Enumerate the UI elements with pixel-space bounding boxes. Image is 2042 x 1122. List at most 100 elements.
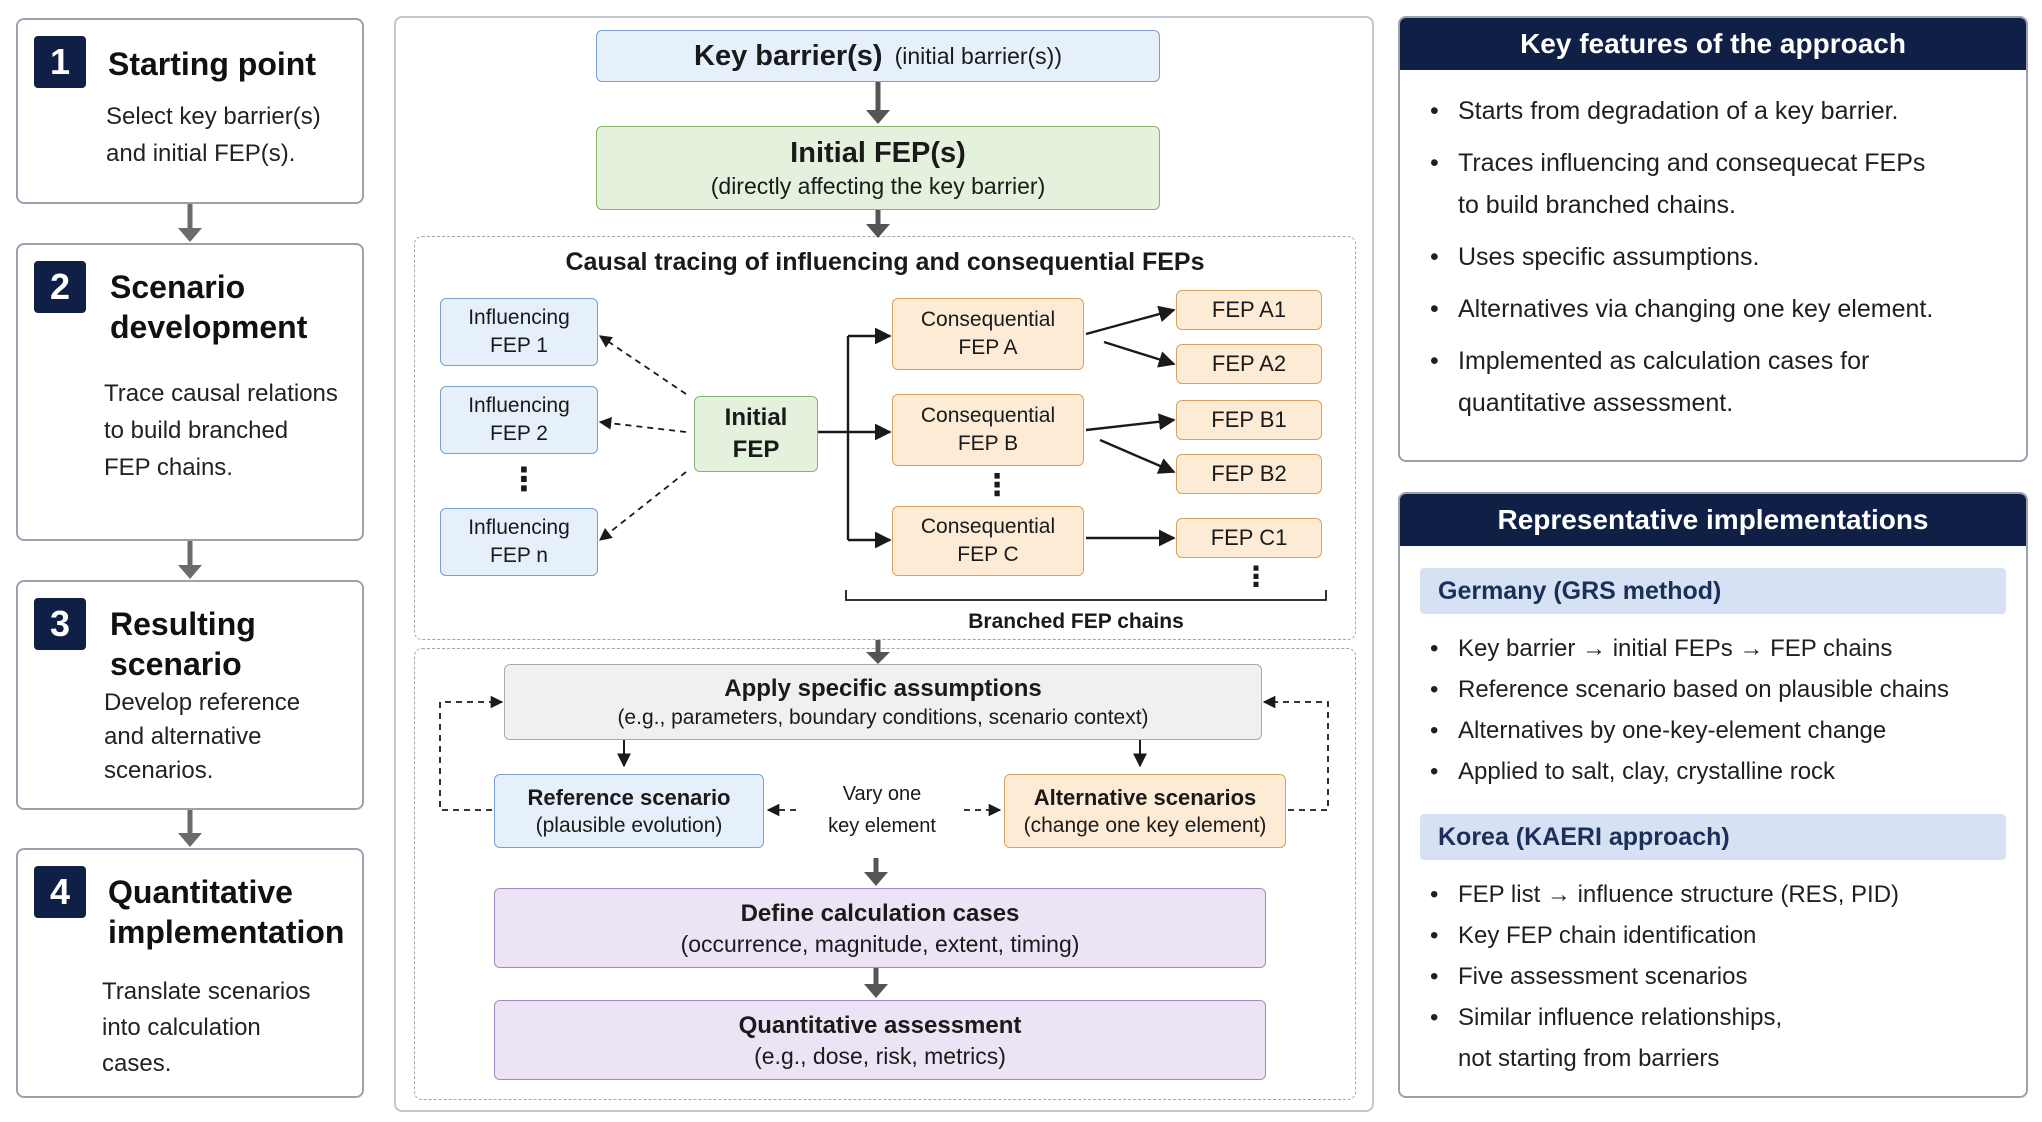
step-2-title: Scenario development bbox=[110, 267, 307, 347]
step-1-desc-line: Select key barrier(s) bbox=[106, 103, 321, 130]
step-3-number: 3 bbox=[34, 598, 86, 650]
step-2-number: 2 bbox=[34, 261, 86, 313]
influencing-fep-line: FEP n bbox=[490, 544, 548, 567]
key-barrier-sub: (initial barrier(s)) bbox=[894, 42, 1062, 69]
step-4-desc-line: cases. bbox=[102, 1050, 172, 1077]
key-feature-item: Uses specific assumptions. bbox=[1424, 236, 2014, 278]
step-1-title: Starting point bbox=[108, 46, 316, 82]
germany-item: Alternatives by one-key-element change bbox=[1424, 710, 2014, 751]
step-4-title-line: implementation bbox=[108, 914, 345, 950]
fep-a2-box: FEP A2 bbox=[1176, 344, 1322, 384]
step-4-desc-line: Translate scenarios bbox=[102, 978, 311, 1005]
fep-b1-box: FEP B1 bbox=[1176, 400, 1322, 440]
step-2-desc-line: FEP chains. bbox=[104, 454, 233, 481]
consequential-fep-line: FEP B bbox=[957, 432, 1019, 455]
step-4-desc-line: into calculation bbox=[102, 1014, 261, 1041]
calculation-cases-label: Define calculation cases bbox=[740, 899, 1020, 927]
germany-band: Germany (GRS method) bbox=[1420, 568, 2006, 614]
step-1-box: 1 Starting point Select key barrier(s) a… bbox=[16, 18, 364, 204]
key-barrier-box: Key barrier(s) (initial barrier(s)) bbox=[596, 30, 1160, 82]
fep-c1-label: FEP C1 bbox=[1210, 525, 1288, 550]
consequential-fep-line: Consequential bbox=[920, 515, 1056, 538]
key-feature-line: Starts from degradation of a key barrier… bbox=[1458, 97, 1899, 125]
calculation-cases-sub: (occurrence, magnitude, extent, timing) bbox=[680, 930, 1080, 957]
step-3-desc-line: Develop reference bbox=[104, 689, 301, 716]
korea-item: FEP list → influence structure (RES, PID… bbox=[1424, 874, 2014, 915]
consequential-fep-line: FEP A bbox=[958, 336, 1018, 359]
fep-b2-label: FEP B2 bbox=[1211, 461, 1287, 486]
step-2-box: 2 Scenario development Trace causal rela… bbox=[16, 243, 364, 541]
fep-b1-label: FEP B1 bbox=[1211, 407, 1287, 432]
germany-item: Applied to salt, clay, crystalline rock bbox=[1424, 751, 2014, 792]
reference-scenario-sub: (plausible evolution) bbox=[535, 813, 723, 837]
leaf-ellipsis: ⋮ bbox=[1242, 561, 1270, 592]
step-3-desc-line: and alternative bbox=[104, 723, 262, 750]
step-1-description: Select key barrier(s) and initial FEP(s)… bbox=[106, 98, 321, 172]
influencing-fep-1: Influencing FEP 1 bbox=[440, 298, 598, 366]
branched-fep-chains-label: Branched FEP chains bbox=[968, 610, 1184, 633]
fep-a2-label: FEP A2 bbox=[1211, 351, 1287, 376]
influencing-fep-line: FEP 2 bbox=[490, 422, 548, 445]
germany-list: Key barrier → initial FEPs → FEP chains … bbox=[1424, 628, 2014, 792]
influencing-fep-line: FEP 1 bbox=[490, 334, 548, 357]
step-3-description: Develop reference and alternative scenar… bbox=[104, 686, 300, 788]
key-features-panel: Key features of the approach Starts from… bbox=[1398, 16, 2028, 462]
korea-line: Five assessment scenarios bbox=[1458, 963, 1748, 990]
step-4-number: 4 bbox=[34, 866, 86, 918]
initial-node-line: Initial bbox=[724, 404, 788, 431]
germany-line: Applied to salt, clay, crystalline rock bbox=[1458, 758, 1836, 785]
quantitative-assessment-label: Quantitative assessment bbox=[738, 1011, 1022, 1039]
step-2-title-line: Scenario bbox=[110, 269, 246, 305]
initial-fep-label: Initial FEP(s) bbox=[790, 137, 966, 169]
consequential-fep-line: FEP C bbox=[957, 543, 1019, 566]
key-feature-line: Implemented as calculation cases for bbox=[1458, 347, 1870, 375]
step-4-box: 4 Quantitative implementation Translate … bbox=[16, 848, 364, 1098]
step-3-desc-line: scenarios. bbox=[104, 757, 214, 784]
korea-band: Korea (KAERI approach) bbox=[1420, 814, 2006, 860]
apply-assumptions-sub: (e.g., parameters, boundary conditions, … bbox=[617, 705, 1149, 729]
germany-line: Reference scenario based on plausible ch… bbox=[1458, 676, 1949, 703]
key-feature-line: Alternatives via changing one key elemen… bbox=[1458, 295, 1934, 323]
step-3-title-line: Resulting bbox=[110, 606, 256, 642]
key-features-list: Starts from degradation of a key barrier… bbox=[1424, 90, 2014, 424]
fep-a1-box: FEP A1 bbox=[1176, 290, 1322, 330]
apply-assumptions-box: Apply specific assumptions (e.g., parame… bbox=[504, 664, 1262, 740]
key-feature-item: Traces influencing and consequecat FEPst… bbox=[1424, 142, 2014, 226]
korea-item: Five assessment scenarios bbox=[1424, 956, 2014, 997]
key-feature-line: Traces influencing and consequecat FEPs bbox=[1458, 149, 1926, 177]
influencing-fep-line: Influencing bbox=[468, 306, 570, 329]
apply-assumptions-label: Apply specific assumptions bbox=[724, 674, 1042, 702]
key-feature-line: quantitative assessment. bbox=[1458, 389, 1734, 417]
alternative-scenarios-sub: (change one key element) bbox=[1023, 813, 1267, 837]
fep-b2-box: FEP B2 bbox=[1176, 454, 1322, 494]
scenario-container bbox=[414, 648, 1356, 1100]
step-2-desc-line: to build branched bbox=[104, 417, 289, 444]
step-2-description: Trace causal relations to build branched… bbox=[104, 375, 338, 486]
key-features-header: Key features of the approach bbox=[1400, 18, 2026, 70]
reference-scenario-box: Reference scenario (plausible evolution) bbox=[494, 774, 764, 848]
fep-a1-label: FEP A1 bbox=[1211, 297, 1287, 322]
korea-line: FEP list → influence structure (RES, PID… bbox=[1458, 881, 1900, 908]
korea-line: Similar influence relationships, bbox=[1458, 1004, 1783, 1031]
influencing-fep-2: Influencing FEP 2 bbox=[440, 386, 598, 454]
causal-tracing-title: Causal tracing of influencing and conseq… bbox=[565, 248, 1205, 276]
step-4-description: Translate scenarios into calculation cas… bbox=[102, 974, 311, 1082]
step-2-desc-line: Trace causal relations bbox=[104, 380, 338, 407]
korea-line: Key FEP chain identification bbox=[1458, 922, 1757, 949]
step-arrowhead bbox=[178, 565, 202, 579]
initial-node-line: FEP bbox=[732, 436, 780, 463]
vary-line: key element bbox=[828, 815, 936, 837]
consequential-ellipsis: ⋮ bbox=[982, 469, 1012, 502]
step-1-desc-line: and initial FEP(s). bbox=[106, 140, 296, 167]
consequential-fep-line: Consequential bbox=[920, 404, 1056, 427]
reference-scenario-label: Reference scenario bbox=[527, 784, 731, 810]
key-feature-item: Implemented as calculation cases for quan… bbox=[1424, 340, 2014, 424]
influencing-fep-n: Influencing FEP n bbox=[440, 508, 598, 576]
alternative-scenarios-label: Alternative scenarios bbox=[1033, 784, 1257, 810]
initial-fep-node: Initial FEP bbox=[694, 396, 818, 472]
korea-item: Similar influence relationships, not star… bbox=[1424, 997, 2014, 1079]
korea-line: not starting from barriers bbox=[1458, 1045, 1720, 1072]
germany-item: Key barrier → initial FEPs → FEP chains bbox=[1424, 628, 2014, 669]
consequential-fep-a: Consequential FEP A bbox=[892, 298, 1084, 370]
consequential-fep-c: Consequential FEP C bbox=[892, 506, 1084, 576]
